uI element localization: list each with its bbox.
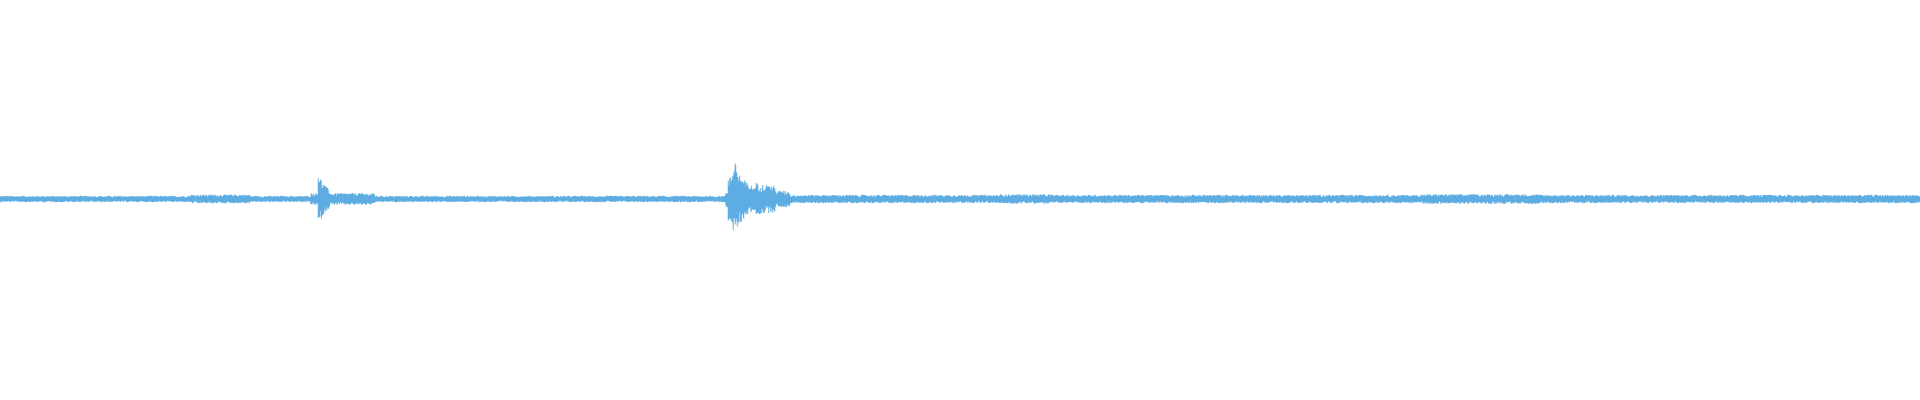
waveform-path <box>0 163 1920 230</box>
